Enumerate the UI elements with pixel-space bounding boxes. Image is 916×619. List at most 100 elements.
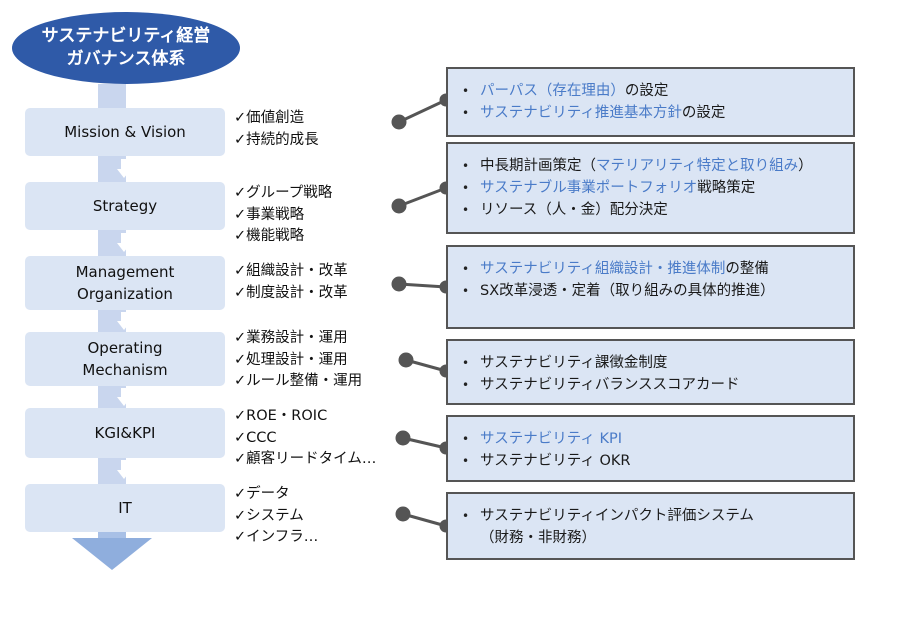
level-label: Mission & Vision — [64, 123, 186, 141]
check-item: ✓データ — [234, 486, 290, 502]
detail-item: 中長期計画策定（マテリアリティ特定と取り組み） — [460, 155, 843, 177]
check-item: ✓制度設計・改革 — [234, 284, 348, 301]
detail-highlight-text: サステナビリティ推進基本方針 — [480, 105, 682, 121]
title-line-1: サステナビリティ経営 — [41, 26, 211, 46]
detail-list: パーパス（存在理由）の設定サステナビリティ推進基本方針の設定 — [460, 80, 843, 124]
flow-arrow-stem — [121, 233, 127, 243]
detail-item: リソース（人・金）配分決定 — [460, 199, 843, 221]
check-item: ✓顧客リードタイム… — [234, 451, 377, 467]
detail-item: パーパス（存在理由）の設定 — [460, 80, 843, 102]
detail-item: サステナビリティ組織設計・推進体制の整備 — [460, 258, 843, 280]
detail-box-mission-vision: パーパス（存在理由）の設定サステナビリティ推進基本方針の設定 — [446, 67, 855, 137]
detail-text: 戦略策定 — [697, 180, 756, 196]
check-item: ✓CCC — [234, 429, 277, 446]
check-item: ✓グループ戦略 — [234, 185, 333, 201]
detail-box-operating-mechanism: サステナビリティ課徴金制度サステナビリティバランススコアカード — [446, 339, 855, 405]
detail-highlight-text: パーパス（存在理由） — [480, 83, 625, 99]
level-box-mission-vision: Mission & Vision — [25, 108, 225, 156]
detail-item: サステナビリティ課徴金制度 — [460, 352, 843, 374]
level-box-strategy: Strategy — [25, 182, 225, 230]
connector-line — [398, 282, 447, 289]
connector-dot — [395, 430, 411, 446]
detail-item: サステナビリティバランススコアカード — [460, 374, 843, 396]
level-label: Strategy — [92, 197, 158, 215]
connector-dot — [398, 352, 414, 368]
detail-item: SX改革浸透・定着（取り組みの具体的推進） — [460, 280, 843, 302]
detail-item: サステナビリティインパクト評価システム — [460, 505, 843, 527]
detail-list: サステナビリティ課徴金制度サステナビリティバランススコアカード — [460, 352, 843, 396]
level-box-operating-mechanism: Operating Mechanism — [25, 332, 225, 386]
detail-text: の設定 — [681, 105, 726, 121]
detail-highlight-text: サステナビリティ組織設計・推進体制 — [480, 261, 726, 277]
detail-list: サステナビリティ KPI サステナビリティ OKR — [460, 428, 843, 472]
check-item: ✓システム — [234, 507, 304, 524]
detail-list: 中長期計画策定（マテリアリティ特定と取り組み）サステナブル事業ポートフォリオ戦略… — [460, 155, 843, 221]
detail-highlight-text: サステナブル事業ポートフォリオ — [480, 180, 698, 196]
check-item: ✓持続的成長 — [234, 131, 319, 148]
level-label: Mechanism — [82, 361, 168, 379]
detail-list: サステナビリティインパクト評価システム （財務・非財務） — [460, 505, 843, 549]
flow-arrow-stem — [121, 388, 127, 397]
detail-text: ） — [798, 158, 813, 174]
check-item: ✓価値創造 — [234, 110, 305, 126]
level-box-kgi-kpi: KGI&KPI — [25, 408, 225, 458]
detail-text: サステナビリティインパクト評価システム — [480, 508, 754, 524]
spine-arrowhead — [72, 538, 152, 570]
flow-arrow-down-icon — [117, 321, 131, 330]
detail-text: リソース（人・金）配分決定 — [480, 202, 668, 218]
detail-text: サステナビリティバランススコアカード — [480, 377, 740, 393]
flow-arrow-down-icon — [117, 169, 131, 178]
checklist-management-organization: ✓組織設計・改革 ✓制度設計・改革 — [234, 261, 348, 304]
level-label: Organization — [77, 285, 173, 303]
detail-highlight-text: サステナビリティ KPI — [480, 431, 622, 447]
diagram-title: サステナビリティ経営 ガバナンス体系 — [12, 12, 240, 84]
check-item: ✓ルール整備・運用 — [234, 373, 363, 389]
check-item: ✓業務設計・運用 — [234, 330, 348, 346]
connector-dot — [391, 276, 407, 292]
check-item: ✓組織設計・改革 — [234, 263, 348, 279]
check-item: ✓インフラ… — [234, 529, 319, 545]
title-line-2: ガバナンス体系 — [66, 49, 186, 69]
check-item: ✓ROE・ROIC — [234, 408, 328, 424]
connector-dot — [391, 114, 407, 130]
check-item: ✓機能戦略 — [234, 228, 305, 244]
detail-text: の整備 — [725, 261, 769, 277]
detail-item: サステナビリティ KPI — [460, 428, 843, 450]
connector-line — [398, 98, 447, 124]
detail-item: （財務・非財務） — [460, 527, 843, 549]
detail-highlight-text: マテリアリティ特定と取り組み — [596, 158, 799, 174]
level-label: IT — [118, 499, 132, 517]
detail-box-management-organization: サステナビリティ組織設計・推進体制の整備 SX改革浸透・定着（取り組みの具体的推進… — [446, 245, 855, 329]
flow-arrow-down-icon — [117, 397, 131, 406]
checklist-operating-mechanism: ✓業務設計・運用 ✓処理設計・運用 ✓ルール整備・運用 — [234, 328, 362, 393]
detail-text: （財務・非財務） — [480, 530, 596, 546]
level-label: KGI&KPI — [94, 424, 156, 442]
check-item: ✓事業戦略 — [234, 206, 305, 223]
flow-arrow-stem — [121, 159, 127, 169]
level-label: Operating — [87, 339, 163, 357]
detail-box-strategy: 中長期計画策定（マテリアリティ特定と取り組み）サステナブル事業ポートフォリオ戦略… — [446, 142, 855, 234]
flow-arrow-down-icon — [117, 243, 131, 252]
connector-dot — [391, 198, 407, 214]
connector-line — [398, 186, 447, 208]
connector-dot — [395, 506, 411, 522]
checklist-strategy: ✓グループ戦略 ✓事業戦略 ✓機能戦略 — [234, 183, 332, 248]
detail-item: サステナブル事業ポートフォリオ戦略策定 — [460, 177, 843, 199]
check-item: ✓処理設計・運用 — [234, 351, 348, 368]
detail-text: 中長期計画策定（ — [480, 158, 596, 174]
detail-box-it: サステナビリティインパクト評価システム （財務・非財務） — [446, 492, 855, 560]
detail-box-kgi-kpi: サステナビリティ KPI サステナビリティ OKR — [446, 415, 855, 482]
level-label: Management — [75, 263, 175, 281]
checklist-mission-vision: ✓価値創造 ✓持続的成長 — [234, 108, 319, 151]
detail-text: サステナビリティ課徴金制度 — [480, 355, 668, 371]
detail-text: サステナビリティ OKR — [480, 453, 631, 469]
checklist-it: ✓データ ✓システム ✓インフラ… — [234, 484, 318, 549]
flow-arrow-down-icon — [117, 470, 131, 479]
detail-text: の設定 — [624, 83, 669, 99]
detail-text: SX改革浸透・定着（取り組みの具体的推進） — [480, 283, 775, 299]
detail-list: サステナビリティ組織設計・推進体制の整備 SX改革浸透・定着（取り組みの具体的推進… — [460, 258, 843, 302]
level-box-management-organization: Management Organization — [25, 256, 225, 310]
detail-item: サステナビリティ推進基本方針の設定 — [460, 102, 843, 124]
checklist-kgi-kpi: ✓ROE・ROIC ✓CCC ✓顧客リードタイム… — [234, 406, 376, 471]
flow-arrow-stem — [121, 312, 127, 321]
